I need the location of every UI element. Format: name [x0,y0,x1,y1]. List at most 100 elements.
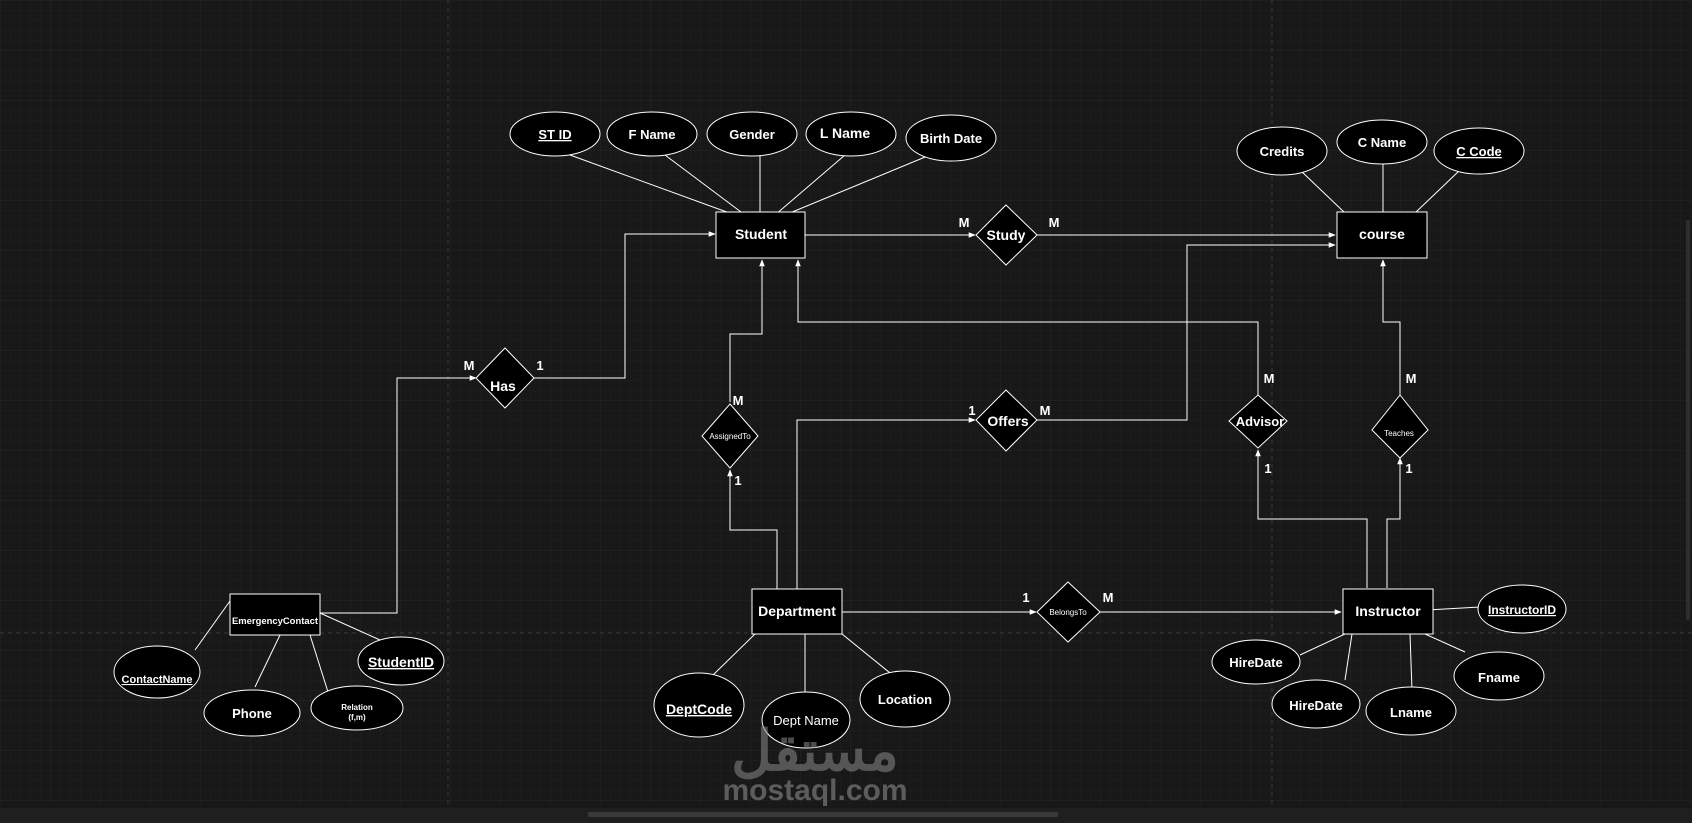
entity-department[interactable] [751,588,843,635]
relationship-assigned-to-label: AssignedTo [709,432,751,441]
card-offers-department: 1 [968,403,975,418]
attribute-l-name[interactable] [805,111,897,157]
attribute-dept-name[interactable] [761,691,851,749]
attribute-relation-label-line1: Relation [341,703,373,712]
entity-student[interactable] [715,211,806,259]
attribute-location-label: Location [878,692,932,707]
relationship-belongs-to[interactable] [1036,581,1101,643]
attribute-phone-label: Phone [232,706,272,721]
link-credits-course [1299,169,1346,214]
relationship-study-label: Study [987,227,1026,243]
watermark-site: mostaql.com [722,774,907,807]
edge-instructor-teaches [1386,457,1403,588]
edge-assigned-student [729,259,765,402]
attribute-hire-date-2[interactable] [1271,679,1361,729]
attribute-c-code[interactable] [1433,127,1525,175]
link-instructorid-instructor [1426,606,1481,611]
attribute-instructor-id[interactable] [1477,584,1567,634]
attribute-contact-name[interactable] [113,645,201,699]
relationship-belongs-to-label: BelongsTo [1049,608,1087,617]
card-advisor-student: M [1264,371,1275,386]
relationship-has[interactable] [475,347,535,409]
relationship-offers[interactable] [975,389,1038,452]
attribute-gender[interactable] [706,111,798,157]
entity-department-label: Department [758,603,836,619]
relationship-advisor-label: Advisor [1236,414,1284,429]
attribute-f-name-label: F Name [629,127,676,142]
link-relation-ec [309,634,329,693]
card-assigned-student: M [733,393,744,408]
attribute-phone[interactable] [203,689,301,737]
attribute-c-name-label: C Name [1358,135,1406,150]
horizontal-scrollbar-thumb[interactable] [588,812,1058,817]
link-ccode-course [1414,169,1461,214]
relationship-advisor[interactable] [1228,394,1288,449]
link-studentid-ec [319,612,381,641]
watermark-brand: مستقل [731,719,899,782]
link-fname-instructor [1424,633,1466,653]
link-phone-ec [254,634,281,688]
attribute-birth-date-label: Birth Date [920,131,982,146]
attribute-student-id-label: StudentID [368,654,434,670]
edge-advisor-student [795,259,1259,395]
attribute-dept-name-label: Dept Name [773,713,839,728]
entity-student-label: Student [735,226,787,242]
link-contactname-ec [194,593,236,651]
attribute-instructor-id-label: InstructorID [1488,603,1556,617]
edge-dept-offers [796,417,976,590]
attribute-credits[interactable] [1236,126,1328,176]
attribute-credits-label: Credits [1260,144,1305,159]
relationship-teaches-label: Teaches [1384,429,1414,438]
attribute-relation[interactable] [310,685,404,731]
vertical-scrollbar-thumb[interactable] [1686,220,1690,620]
card-study-student: M [959,215,970,230]
relationship-teaches[interactable] [1371,394,1429,459]
attribute-hire-date-1-label: HireDate [1229,655,1282,670]
attribute-dept-code-label: DeptCode [666,701,732,717]
attribute-f-name[interactable] [606,111,698,157]
attribute-st-id-label: ST ID [538,127,571,142]
attribute-gender-label: Gender [729,127,775,142]
entity-course[interactable] [1336,211,1428,259]
attribute-location[interactable] [859,670,951,728]
attribute-dept-code[interactable] [653,672,745,738]
attribute-c-code-label: C Code [1456,144,1502,159]
attribute-student-id[interactable] [357,636,445,686]
card-study-course: M [1049,215,1060,230]
link-fname-student [664,154,746,216]
edge-has-student [534,231,716,379]
attribute-contact-name-label: ContactName [122,674,193,686]
card-teaches-course: M [1406,371,1417,386]
card-belongs-instructor: M [1103,590,1114,605]
entity-instructor[interactable] [1342,588,1434,635]
link-stid-student [569,154,736,216]
card-has-contact: M [464,358,475,373]
entity-emergency-contact[interactable] [229,593,321,636]
relationship-assigned-to[interactable] [701,403,759,469]
attribute-hire-date-2-label: HireDate [1289,698,1342,713]
relationship-study[interactable] [975,204,1038,266]
link-lname-instructor [1409,633,1413,691]
link-birthdate-student [784,154,931,216]
entity-instructor-label: Instructor [1355,603,1421,619]
attribute-fname-label: Fname [1478,670,1520,685]
edge-offers-course [1037,242,1336,421]
attribute-lname[interactable] [1365,686,1457,736]
link-lname-student [774,154,846,216]
relationship-has-label: Has [490,378,516,394]
card-belongs-department: 1 [1022,590,1029,605]
link-hiredate1-instructor [1299,633,1346,656]
attribute-fname[interactable] [1453,651,1545,701]
attribute-st-id[interactable] [509,111,601,157]
edge-instructor-advisor [1255,449,1368,588]
edge-teaches-course [1380,259,1401,395]
attribute-birth-date[interactable] [905,114,997,162]
card-offers-course: M [1040,403,1051,418]
attribute-c-name[interactable] [1336,119,1428,165]
edge-dept-assigned [727,469,778,590]
link-hiredate2-instructor [1344,633,1353,681]
attribute-hire-date-1[interactable] [1211,639,1301,685]
attribute-l-name-label: L Name [820,125,871,141]
link-deptcode-dept [711,633,756,677]
